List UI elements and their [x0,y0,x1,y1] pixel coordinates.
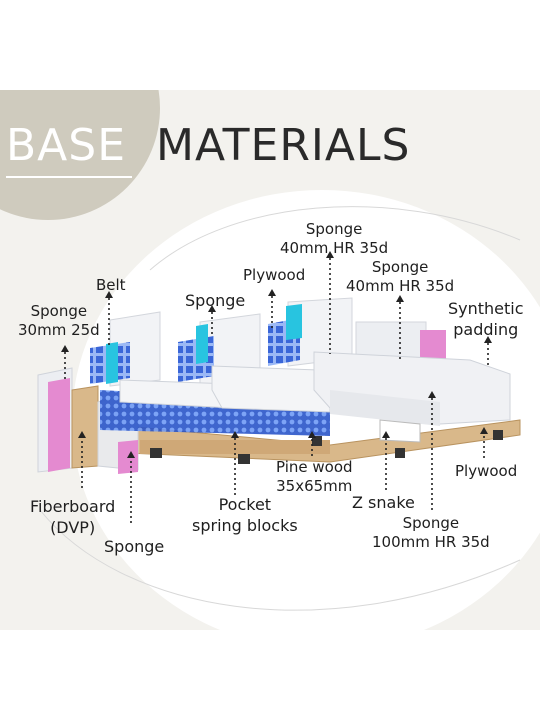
arrow-head [208,305,216,312]
sofa-cutaway-illustration [37,297,521,474]
label-line: 100mm HR 35d [372,533,490,551]
label-z-snake: Z snake [352,493,415,512]
pine-beam [140,440,330,454]
label-sponge-40mm-b: Sponge 40mm HR 35d [346,258,454,296]
label-synthetic-padding: Synthetic padding [448,298,524,340]
label-line: Sponge [402,514,460,532]
sofa-foot [238,454,250,464]
label-sponge-bottom: Sponge [104,537,165,556]
label-line: Fiberboard [30,497,116,516]
label-line: Synthetic [448,299,524,318]
label-sponge-100mm: Sponge 100mm HR 35d [372,514,490,552]
label-plywood: Plywood [243,266,306,284]
label-fiberboard: Fiberboard (DVP) [30,496,115,538]
sofa-foot [493,430,503,440]
arrow-head [308,431,316,438]
label-line: Pocket [218,495,272,514]
label-line: 40mm HR 35d [346,277,455,295]
right-back-pink-foam [420,330,446,360]
arrow-head [428,391,436,398]
title-materials: MATERIALS [156,120,411,171]
arrow-head [127,451,135,458]
label-line: Sponge [30,302,88,320]
infographic-stage: BASE MATERIALS [0,90,540,630]
z-snake-cutout [379,419,421,443]
arrow-head [61,345,69,352]
left-arm-pink-foam [48,378,70,472]
leader-lines [61,251,492,523]
label-line: (DVP) [50,518,96,537]
arrow-head [78,431,86,438]
arrow-head [382,431,390,438]
label-sponge: Sponge [185,291,246,310]
arrow-head [484,336,492,343]
arrow-head [480,427,488,434]
arrow-head [326,251,334,258]
label-line: 35x65mm [276,477,353,495]
label-line: padding [453,320,519,339]
arc-line [149,206,521,271]
label-line: 30mm 25d [18,321,100,339]
label-belt: Belt [96,276,126,294]
arc-line-bottom [39,509,521,611]
beige-circle [0,90,160,220]
title-underline [6,176,132,178]
label-line: Sponge [371,258,429,276]
label-plywood-right: Plywood [455,462,518,480]
sofa-foot [312,436,322,446]
label-line: Sponge [305,220,363,238]
chaise-foam-side [330,390,440,426]
label-pocket-spring-blocks: Pocket spring blocks [192,494,298,536]
label-line: Pine wood [276,458,353,476]
sofa-foot [395,448,405,458]
cyan-foam-layer [286,304,302,340]
cyan-foam-layer [196,324,208,364]
arrow-head [231,431,239,438]
sofa-foot [150,448,162,458]
arrow-head [396,295,404,302]
label-line: 40mm HR 35d [280,239,389,257]
arrow-head [105,291,113,298]
arrow-head [268,289,276,296]
title-base: BASE [6,120,127,171]
label-line: spring blocks [192,516,298,535]
label-sponge-40mm-a: Sponge 40mm HR 35d [280,220,388,258]
cyan-foam-layer [106,342,118,384]
label-pine-wood: Pine wood 35x65mm [276,458,353,496]
label-sponge-30mm: Sponge 30mm 25d [18,302,100,340]
